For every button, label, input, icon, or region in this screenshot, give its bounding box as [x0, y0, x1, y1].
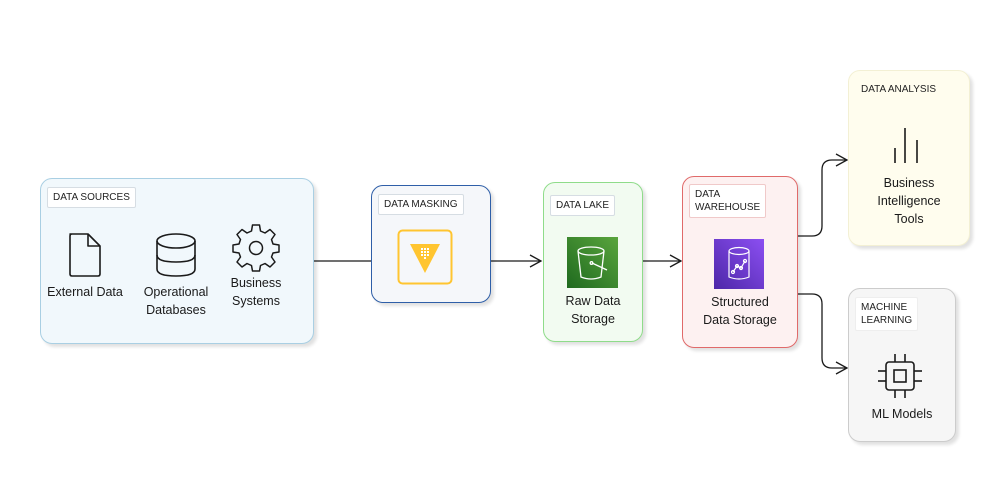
- node-label-external-data: External Data: [47, 285, 123, 299]
- edge-warehouse-to-ml: [797, 293, 847, 369]
- vault-icon: [397, 229, 453, 285]
- node-label-raw-data-storage: Raw Data Storage: [565, 294, 621, 326]
- chip-icon: [878, 354, 922, 398]
- group-tag-data-analysis: DATA ANALYSIS: [855, 79, 943, 100]
- edge-masking-to-lake-arrow: [529, 254, 543, 268]
- edge-warehouse-to-analysis: [797, 159, 847, 237]
- edge-warehouse-to-ml-arrow: [835, 361, 849, 375]
- file-icon: [69, 233, 101, 277]
- edge-warehouse-to-analysis-arrow: [835, 153, 849, 167]
- group-data-sources: DATA SOURCES: [40, 178, 314, 344]
- group-tag-data-lake: DATA LAKE: [550, 195, 615, 216]
- group-tag-data-masking: DATA MASKING: [378, 194, 464, 215]
- node-label-structured-data-storage: Structured Data Storage: [703, 295, 777, 327]
- group-machine-learning: MACHINE LEARNING: [848, 288, 956, 442]
- bar-chart-icon: [894, 128, 918, 163]
- group-tag-machine-learning: MACHINE LEARNING: [855, 297, 919, 331]
- group-data-analysis: DATA ANALYSIS: [848, 70, 970, 246]
- gear-icon: [232, 224, 280, 272]
- node-label-bi-tools: Business Intelligence Tools: [877, 176, 941, 226]
- group-tag-data-sources: DATA SOURCES: [47, 187, 136, 208]
- node-label-operational-databases: Operational Databases: [143, 285, 209, 317]
- database-icon: [156, 233, 196, 277]
- edge-lake-to-warehouse-arrow: [669, 254, 683, 268]
- database-chart-icon: [714, 239, 764, 289]
- node-label-ml-models: ML Models: [871, 407, 933, 421]
- group-tag-data-warehouse: DATA WAREHOUSE: [689, 184, 767, 218]
- node-label-business-systems: Business Systems: [230, 276, 282, 308]
- bucket-icon: [567, 237, 618, 288]
